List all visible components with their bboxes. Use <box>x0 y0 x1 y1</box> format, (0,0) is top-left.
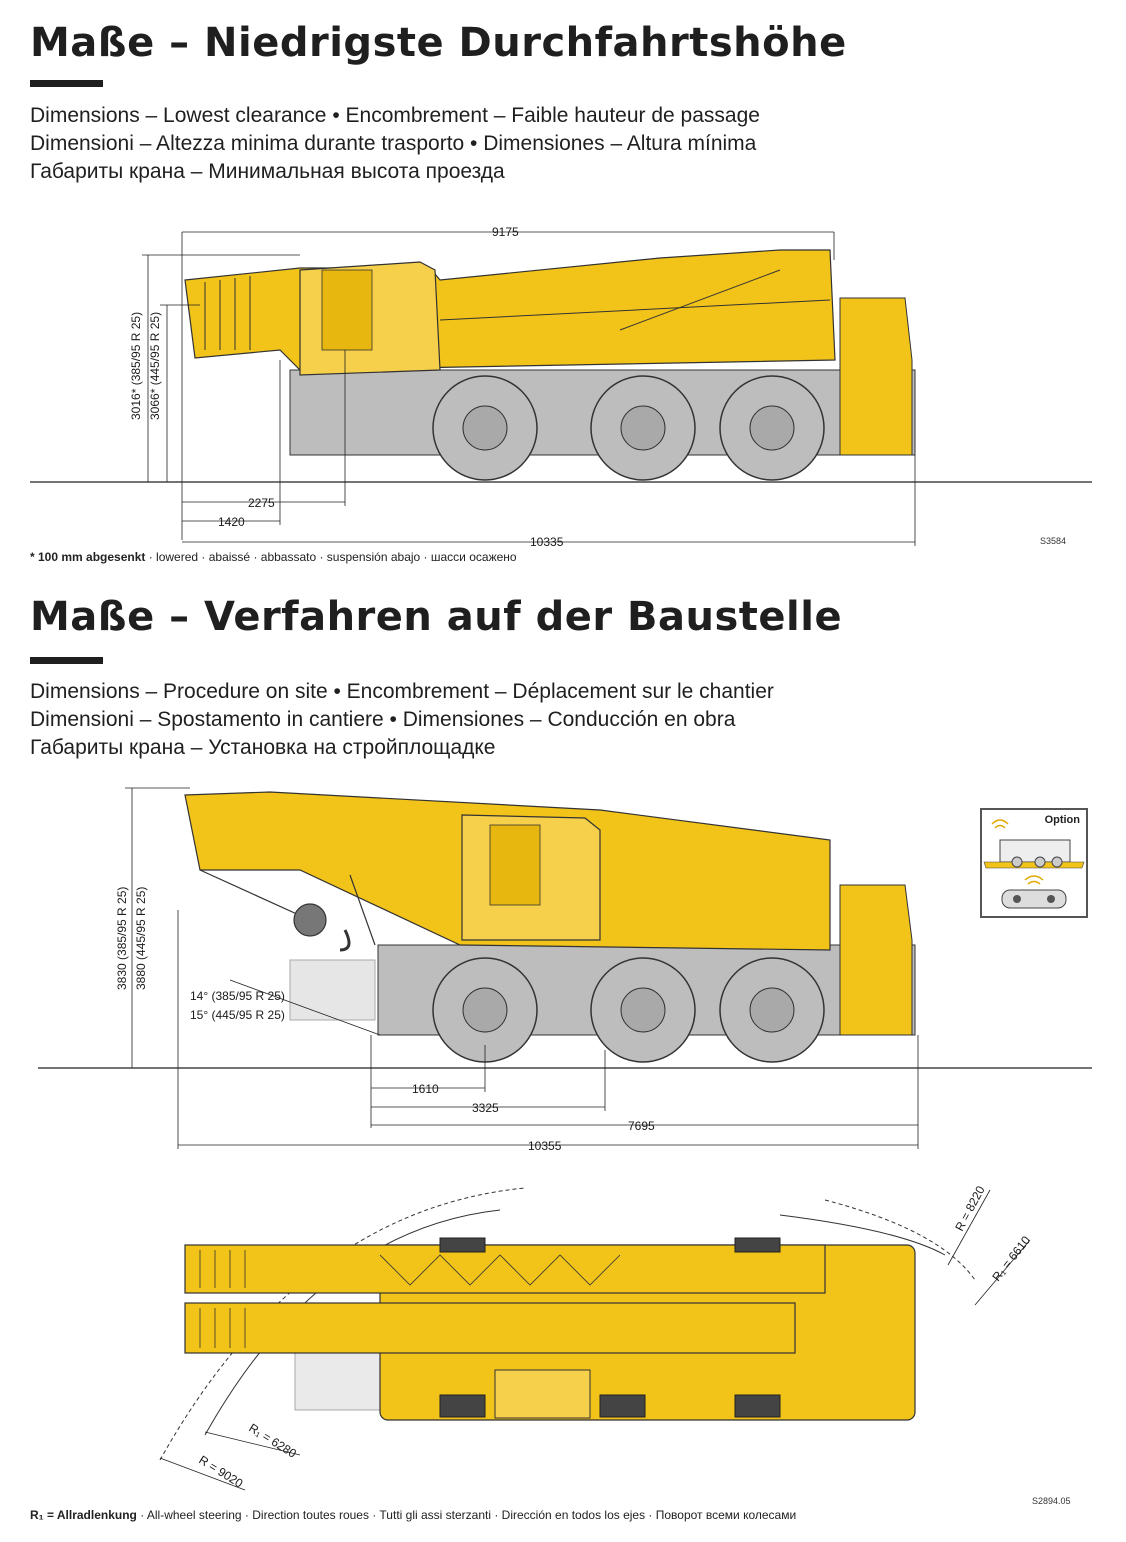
radius-6610: R₁ = 6610 <box>989 1233 1033 1284</box>
dim-angle-14: 14° (385/95 R 25) <box>190 989 285 1003</box>
section2-subtitle-line-2: Dimensioni – Spostamento in cantiere • D… <box>30 708 736 731</box>
section1-title-rule <box>30 80 103 87</box>
dim-10355: 10355 <box>528 1139 562 1153</box>
remote-crane-icon <box>983 819 1085 909</box>
section2-top-view-drawing: R = 8220 R₁ = 6610 R₁ = 6280 R = 9020 <box>159 1183 1033 1491</box>
dim-height-3880: 3880 (445/95 R 25) <box>134 887 148 990</box>
dim-height-1: 3016* (385/95 R 25) <box>129 312 143 420</box>
section2-footnote-text: · All-wheel steering · Direction toutes … <box>136 1508 797 1522</box>
dim-1610: 1610 <box>412 1082 439 1096</box>
section1-footnote-text: · lowered · abaissé · abbassato · suspen… <box>145 550 517 564</box>
section2-footnote-bold: R₁ = Allradlenkung <box>30 1508 137 1522</box>
dim-overall-length: 10335 <box>530 535 564 549</box>
section2-subtitle: Dimensions – Procedure on site • Encombr… <box>30 678 774 762</box>
option-label: Option <box>1044 814 1080 826</box>
radius-6280: R₁ = 6280 <box>246 1421 299 1461</box>
dim-height-2: 3066* (445/95 R 25) <box>148 312 162 420</box>
section2-title: Maße – Verfahren auf der Baustelle <box>30 594 843 640</box>
section1-subtitle: Dimensions – Lowest clearance • Encombre… <box>30 102 760 186</box>
option-remote-control-box: Option <box>980 808 1088 918</box>
dim-upper-length: 9175 <box>492 225 519 239</box>
dim-front-overhang-2275: 2275 <box>248 496 275 510</box>
section1-subtitle-line-1: Dimensions – Lowest clearance • Encombre… <box>30 104 760 127</box>
dim-front-overhang-1420: 1420 <box>218 515 245 529</box>
radius-9020: R = 9020 <box>196 1453 245 1491</box>
dim-7695: 7695 <box>628 1119 655 1133</box>
section2-footnote: R₁ = Allradlenkung · All-wheel steering … <box>30 1508 796 1522</box>
section1-title: Maße – Niedrigste Durchfahrtshöhe <box>30 20 847 66</box>
dim-angle-15: 15° (445/95 R 25) <box>190 1008 285 1022</box>
section2-wheels <box>432 957 825 1063</box>
section2-drawing-code: S2894.05 <box>1032 1496 1071 1506</box>
section1-subtitle-line-3: Габариты крана – Минимальная высота прое… <box>30 160 505 183</box>
section2-side-view-drawing: 3830 (385/95 R 25) 3880 (445/95 R 25) 14… <box>38 787 1092 1153</box>
section1-side-view-drawing: 9175 2275 1420 10335 3016* (385/95 R 25)… <box>30 225 1092 549</box>
section2-title-rule <box>30 657 103 664</box>
section1-footnote-bold: * 100 mm abgesenkt <box>30 550 146 564</box>
section1-wheels <box>432 375 825 481</box>
section2-subtitle-line-1: Dimensions – Procedure on site • Encombr… <box>30 680 774 703</box>
section1-footnote: * 100 mm abgesenkt · lowered · abaissé ·… <box>30 550 517 564</box>
section2-subtitle-line-3: Габариты крана – Установка на стройплоща… <box>30 736 496 759</box>
dim-3325: 3325 <box>472 1101 499 1115</box>
dim-height-3830: 3830 (385/95 R 25) <box>115 887 129 990</box>
section1-subtitle-line-2: Dimensioni – Altezza minima durante tras… <box>30 132 757 155</box>
section1-drawing-code: S3584 <box>1040 536 1067 546</box>
